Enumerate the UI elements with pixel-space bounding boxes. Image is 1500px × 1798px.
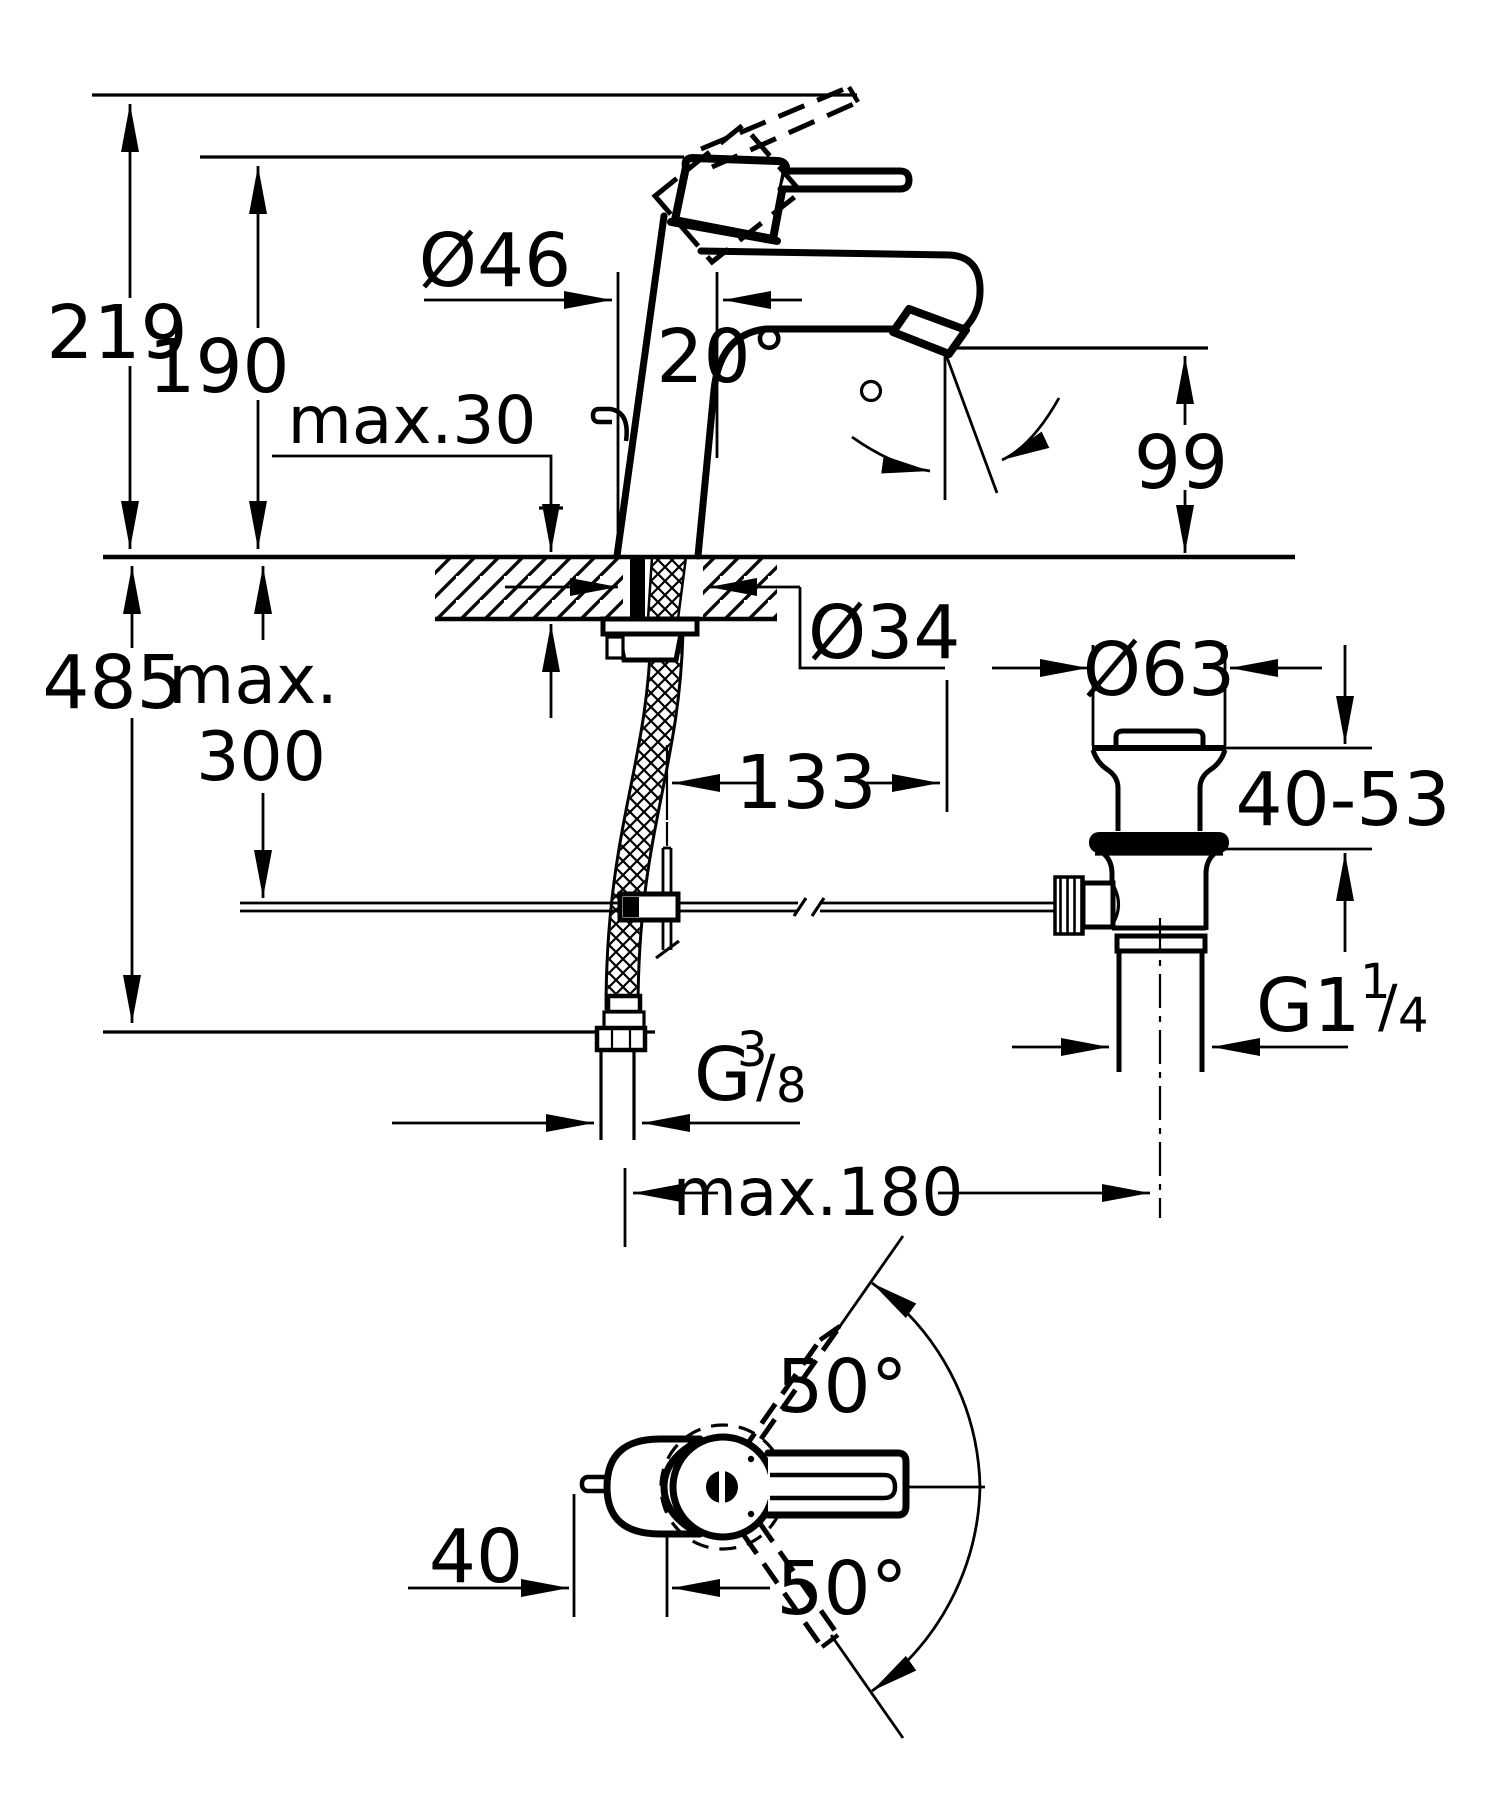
nut-tab [605, 635, 625, 660]
swing-axis-lower [829, 1634, 905, 1739]
dim-hose-max-value: 300 [196, 718, 326, 797]
dim-34-leader [798, 587, 945, 670]
g114-sub: 4 [1398, 988, 1429, 1044]
drain-valve-view: Ø63 40-53 G1 1 / 4 [992, 627, 1451, 1218]
dim-rod-offset: 133 [735, 740, 876, 826]
top-view: 50° 50° 40 [408, 1235, 985, 1739]
handle-dashed-lower [740, 1520, 841, 1649]
handle-lever [777, 167, 913, 193]
index-dot-bottom [747, 1510, 755, 1518]
handle-lever-lifted-dashed [700, 84, 860, 170]
center-screw-slot [719, 1468, 725, 1506]
rod-port-cylinder [1080, 880, 1116, 930]
g114-slash: / [1378, 972, 1398, 1040]
handle-knob [671, 154, 791, 243]
hose-collar [605, 993, 643, 1015]
swing-arc-lower [871, 1486, 982, 1693]
g38-base: G [694, 1032, 751, 1118]
swing-arc-upper [871, 1281, 982, 1488]
angle-slant-ref [943, 351, 999, 494]
tailpipe [1116, 951, 1205, 1072]
dim-center-distance: max.180 [673, 1154, 964, 1231]
side-view: 20° 219 190 Ø46 max.30 Ø34 99 max. [42, 84, 1295, 1247]
aerator [889, 305, 970, 358]
dim-outlet-height: 99 [1134, 420, 1228, 506]
pull-rod-horizontal-left [240, 901, 798, 913]
g38-sup: 3 [737, 1022, 768, 1078]
outlet-dot [859, 379, 883, 403]
angle-arc-left-arrow [851, 435, 931, 474]
dim-63-extension-lines [1091, 645, 1227, 746]
pull-rod-horizontal-right [820, 901, 1055, 913]
hose-in-deck [646, 555, 688, 621]
body-left-edge [613, 212, 668, 560]
g114-sup: 1 [1360, 954, 1391, 1010]
dim-swing-up: 50° [776, 1344, 907, 1430]
dim-hose-max-word: max. [168, 641, 338, 720]
o-ring-seal [1089, 832, 1229, 853]
hose-ring [602, 1010, 646, 1030]
g38-sub: 8 [776, 1058, 807, 1114]
label-supply-thread: G 3 / 8 [694, 1022, 807, 1118]
dim-flange-diameter: Ø63 [1083, 627, 1235, 713]
dim-hole-diameter: Ø34 [808, 590, 960, 676]
dim-spout-angle: 20° [656, 314, 787, 400]
valve-body-left [1102, 852, 1115, 928]
dim-body-diameter: Ø46 [419, 218, 571, 304]
dim-swing-down: 50° [776, 1546, 907, 1632]
dim-max30-leader [272, 454, 553, 505]
supply-pipe-stub [599, 1050, 636, 1140]
dim-40-extension-lines [572, 1494, 669, 1617]
popup-button-cap [1113, 728, 1206, 746]
handle-dashed-lower-tip [820, 1633, 840, 1649]
body-inner-arc [660, 1438, 700, 1536]
dim-4053-ref-lines [1210, 746, 1372, 851]
dim-clamping-range: 40-53 [1235, 757, 1450, 843]
valve-body-right [1203, 852, 1216, 930]
flange-left-side [1090, 749, 1121, 831]
label-waste-thread: G1 1 / 4 [1256, 954, 1429, 1049]
g114-base: G1 [1256, 963, 1360, 1049]
lever-topview-inner [770, 1472, 898, 1501]
dim-height-to-body: 190 [148, 324, 289, 410]
hose-braid [607, 629, 682, 1011]
pull-rod-end-cut [655, 939, 680, 960]
dim-deck-thickness: max.30 [288, 382, 537, 459]
handle-dashed-upper-tip [818, 1324, 842, 1342]
index-dot-top [747, 1455, 755, 1463]
flange-right-side [1197, 749, 1228, 831]
body-right-edge-spout-underside [694, 325, 910, 560]
rod-cross-joint-pin [623, 897, 639, 917]
dim-height-overall: 219 [46, 290, 187, 376]
hose-nut-facets [610, 1030, 632, 1048]
g38-slash: / [756, 1042, 776, 1110]
swing-axis-upper [829, 1235, 905, 1340]
dim-below-deck-length: 485 [42, 640, 183, 726]
handle-knob-lifted-dashed [651, 121, 805, 266]
mounting-nut [615, 631, 685, 663]
angle-arc-right-arrow [1001, 397, 1061, 462]
hose-nut-g38 [594, 1025, 648, 1053]
spout-top-edge [697, 247, 984, 333]
rod-knurled-knob [1053, 875, 1085, 936]
threaded-shank [630, 557, 645, 619]
pullrod-clip [590, 406, 629, 442]
rod-break-ticks [792, 897, 826, 917]
dim-pin-offset: 40 [429, 1514, 523, 1600]
dim-46-extension-lines [616, 272, 719, 532]
handle-lever-lifted-tip [847, 85, 860, 104]
